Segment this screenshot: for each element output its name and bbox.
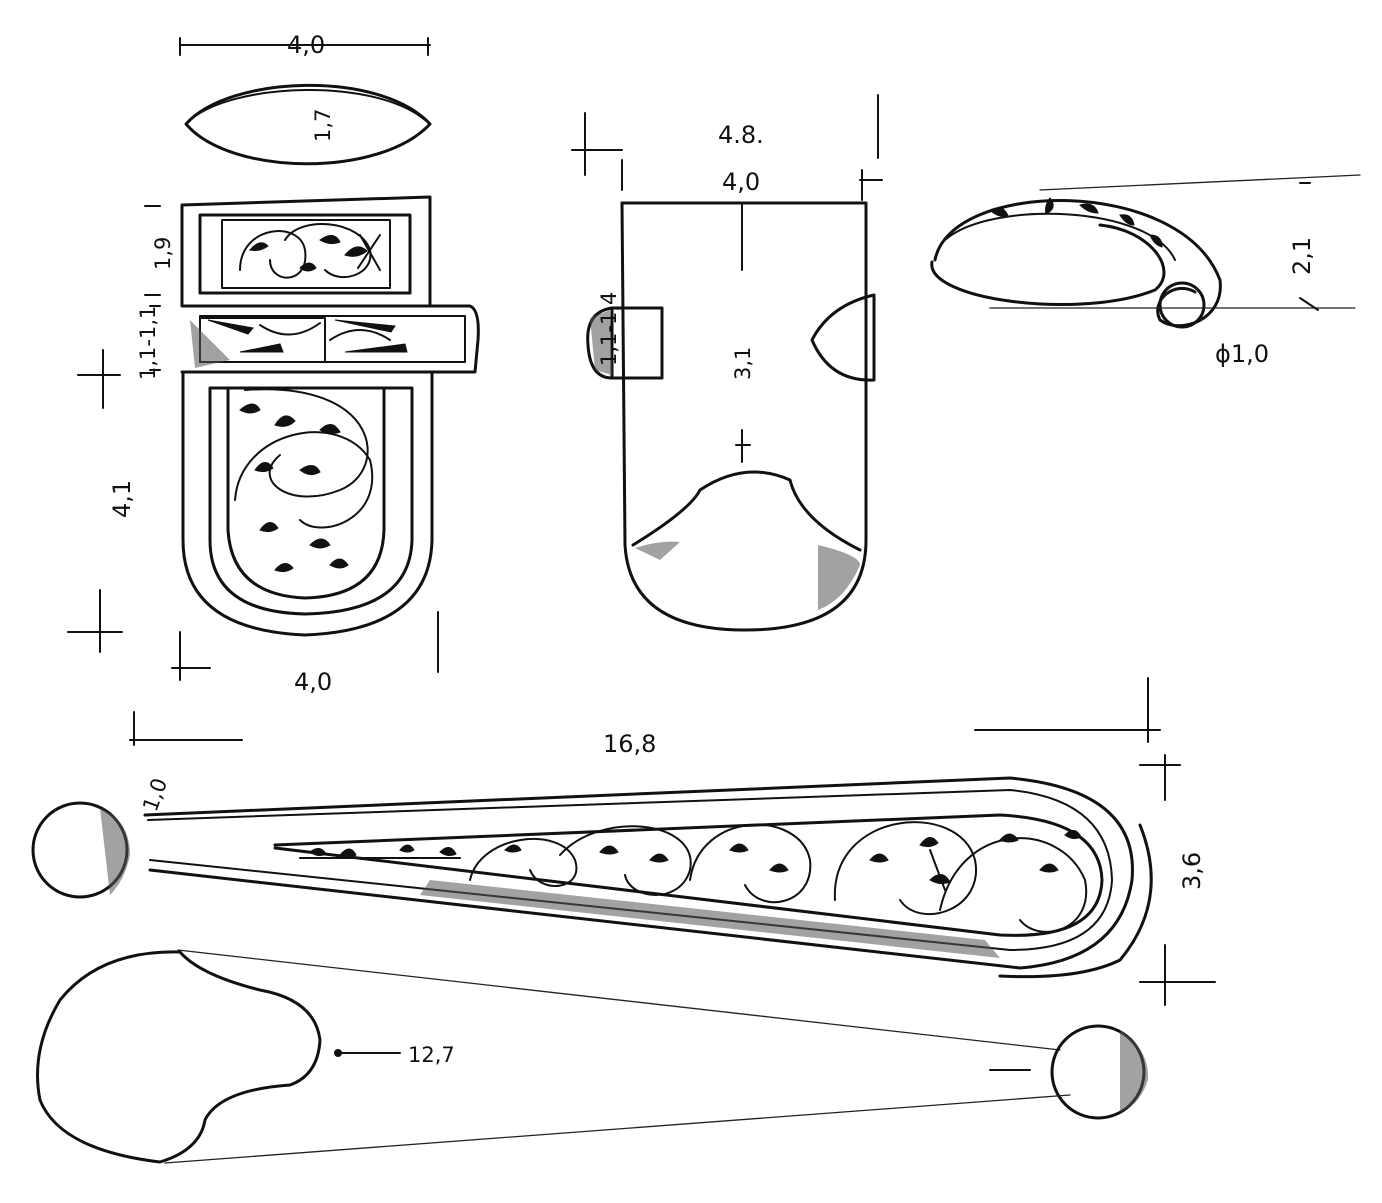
strap-start-width-label: 1,0 <box>138 775 172 815</box>
buckle-side-view: 4.8. 4,0 3,1 1,1-1,4 <box>571 94 883 632</box>
buckle-bottom-height-label: 4,1 <box>108 480 136 518</box>
oval-height-label: 1,7 <box>311 109 335 142</box>
buckle-width-label: 4,0 <box>294 668 332 696</box>
ring-loop-view: 2,1 ϕ1,0 <box>930 174 1361 368</box>
side-center-dim-label: 3,1 <box>731 347 755 380</box>
strap-length-label: 16,8 <box>603 730 656 758</box>
ring-height-label: 2,1 <box>1288 237 1316 275</box>
side-inner-width-label: 4,0 <box>722 168 760 196</box>
ring-diameter-label: ϕ1,0 <box>1215 340 1269 368</box>
oval-top-view: 4,0 1,7 <box>179 31 432 166</box>
bottom-length-label: 12,7 <box>408 1043 455 1067</box>
side-outer-width-label: 4.8. <box>718 121 764 149</box>
side-tab-height-label: 1,1-1,4 <box>597 292 621 366</box>
strap-end-width-label: 3,6 <box>1178 852 1206 890</box>
oval-width-label: 4,0 <box>287 31 325 59</box>
bottom-piece-view: 12,7 <box>36 949 1149 1164</box>
strap-view: 16,8 1,0 <box>31 677 1216 1006</box>
buckle-front-view: 1,9 1,1-1,1 4,1 4,0 <box>67 195 480 696</box>
buckle-mid-height-label: 1,1-1,1 <box>136 306 160 380</box>
buckle-top-height-label: 1,9 <box>151 237 175 270</box>
